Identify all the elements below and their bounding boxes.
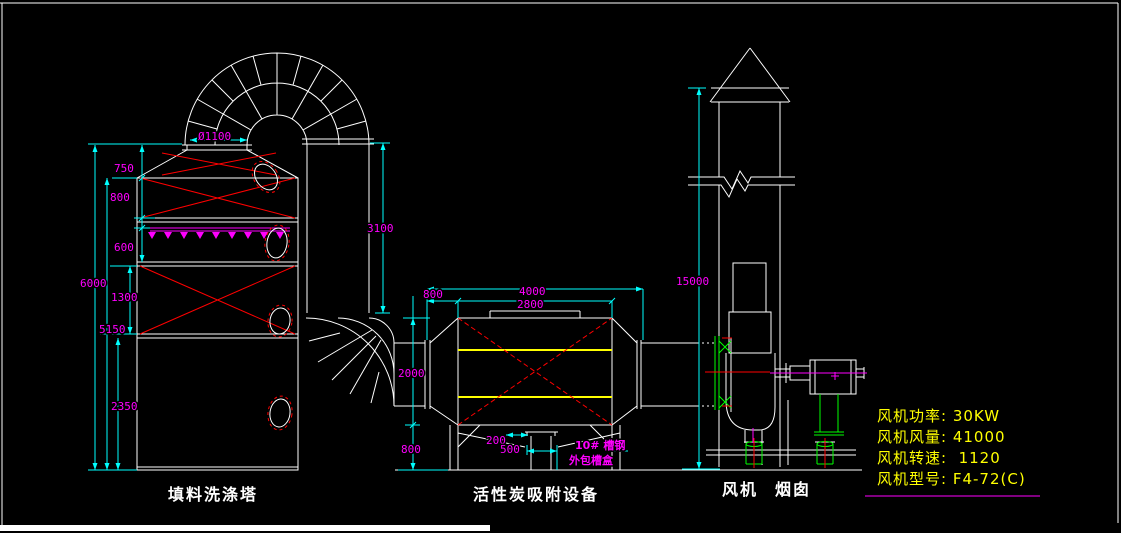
packing-cross-marks [139,152,296,335]
dim-200: 200 [486,434,506,447]
support-note-line1: 10# 槽钢 [575,438,625,452]
label-carbon-adsorber: 活性炭吸附设备 [473,485,599,504]
dim-6000: 6000 [80,277,107,290]
dim-tower-outlet-diameter: Ø1100 [198,130,231,143]
top-elbow-duct [184,52,374,313]
centerlines [705,337,826,468]
tower-nozzle-openings [251,160,293,431]
label-chimney: 烟囱 [775,480,811,499]
chimney [688,47,795,467]
dimension-lines [88,87,720,471]
fan-assembly [705,262,867,468]
border-bottom-bar [0,525,490,531]
dim-2350: 2350 [111,400,138,413]
scrubber-tower [136,144,299,471]
fan-spec-airflow: 风机风量: 41000 [877,428,1006,446]
fan-spec-speed: 风机转速: 1120 [877,449,1001,467]
dim-800-legs: 800 [401,443,421,456]
dim-5150: 5150 [99,323,126,336]
fan-spec-block: 风机功率: 30KW 风机风量: 41000 风机转速: 1120 风机型号: … [865,406,1040,497]
spray-header [148,227,290,239]
dim-4000: 4000 [519,285,546,298]
dim-800-inlet: 800 [423,288,443,301]
fan-spec-model: 风机型号: F4-72(C) [877,470,1026,488]
carbon-adsorber [395,310,862,471]
carbon-bed-layers [458,349,612,398]
dim-500: 500 [500,443,520,456]
support-note-line2: 外包槽盒 [568,453,614,467]
dim-3100: 3100 [367,222,394,235]
dim-600: 600 [114,241,134,254]
lower-elbow-duct [305,317,459,426]
dim-2000: 2000 [398,367,425,380]
label-scrubber-tower: 填料洗涤塔 [168,485,258,504]
dim-2800: 2800 [517,298,544,311]
motor-shaft-line [752,372,867,443]
label-fan: 风机 [722,480,758,499]
dim-15000: 15000 [676,275,709,288]
adsorber-cross-marks [457,317,613,426]
dim-750: 750 [114,162,134,175]
dim-800-tower: 800 [110,191,130,204]
fan-spec-power: 风机功率: 30KW [877,407,1000,425]
dim-1300: 1300 [111,291,138,304]
